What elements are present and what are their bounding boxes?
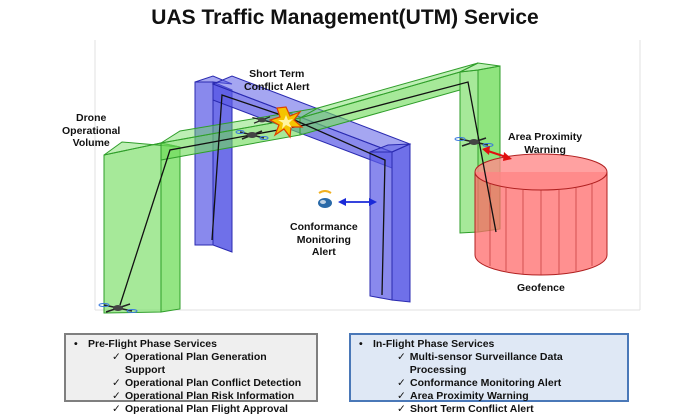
check-icon: ✓ xyxy=(112,377,121,389)
drone-operational-volume-label: Drone Operational Volume xyxy=(62,112,121,149)
list-item: ✓Multi-sensor Surveillance Data Processi… xyxy=(397,351,563,376)
in-flight-services-panel: • In-Flight Phase Services ✓Multi-sensor… xyxy=(349,333,629,415)
ground-frame xyxy=(94,40,641,311)
drone-icon xyxy=(252,116,272,124)
list-item: ✓Operational Plan Flight Approval xyxy=(112,403,288,415)
list-item: ✓Short Term Conflict Alert xyxy=(397,403,534,415)
list-item: ✓Conformance Monitoring Alert xyxy=(397,377,562,389)
drone-icon xyxy=(98,303,138,313)
list-item: ✓Operational Plan Risk Information xyxy=(112,390,295,402)
drone-icon xyxy=(235,130,269,140)
check-icon: ✓ xyxy=(112,403,121,415)
drone-icon xyxy=(318,190,332,208)
conflict-explosion-icon xyxy=(268,106,304,139)
bullet-icon: • xyxy=(359,338,363,350)
green-operational-volume xyxy=(103,62,501,314)
bullet-icon: • xyxy=(74,338,78,350)
check-icon: ✓ xyxy=(397,351,406,363)
check-icon: ✓ xyxy=(112,390,121,402)
page-title: UAS Traffic Management(UTM) Service xyxy=(151,6,539,29)
pre-flight-services-panel: • Pre-Flight Phase Services ✓Operational… xyxy=(64,333,318,415)
list-item: ✓Area Proximity Warning xyxy=(397,390,529,402)
pre-flight-heading: Pre-Flight Phase Services xyxy=(88,338,217,350)
conformance-arrow-icon xyxy=(338,198,377,206)
list-item: ✓Operational Plan Generation Support xyxy=(112,351,267,376)
check-icon: ✓ xyxy=(112,351,121,363)
in-flight-heading: In-Flight Phase Services xyxy=(373,338,495,350)
area-proximity-arrow-icon xyxy=(482,146,512,161)
check-icon: ✓ xyxy=(397,403,406,415)
drone-icon xyxy=(454,137,494,147)
conformance-monitoring-alert-label: Conformance Monitoring Alert xyxy=(290,221,358,258)
geofence-cylinder xyxy=(474,153,608,276)
area-proximity-warning-label: Area Proximity Warning xyxy=(508,131,583,156)
geofence-label: Geofence xyxy=(517,282,565,294)
list-item: ✓Operational Plan Conflict Detection xyxy=(112,377,302,389)
utm-scene-diagram xyxy=(94,40,641,314)
check-icon: ✓ xyxy=(397,390,406,402)
short-term-conflict-alert-label: Short Term Conflict Alert xyxy=(244,68,310,93)
check-icon: ✓ xyxy=(397,377,406,389)
